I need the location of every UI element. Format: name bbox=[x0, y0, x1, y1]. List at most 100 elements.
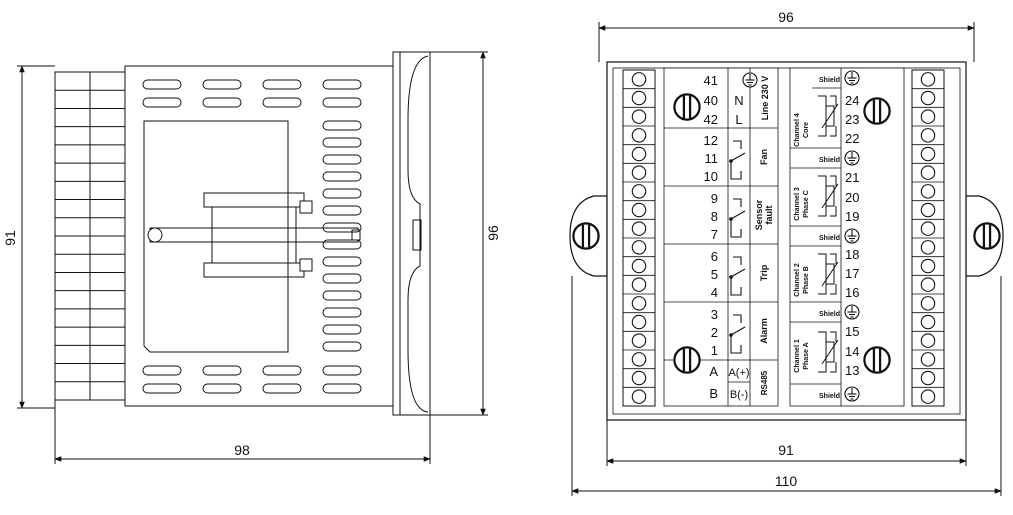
terminal-number: 7 bbox=[711, 227, 718, 242]
terminal-number: 16 bbox=[845, 285, 859, 300]
vent-slot bbox=[322, 290, 362, 301]
terminal-screw-icon bbox=[920, 240, 936, 255]
terminal-screw-icon bbox=[920, 352, 936, 367]
rs485-signal: A(+) bbox=[728, 367, 749, 379]
channel-label-line2: Phase B bbox=[803, 266, 810, 294]
terminal-number: 19 bbox=[845, 209, 859, 224]
vent-slot bbox=[322, 341, 362, 352]
shield-label: Shield bbox=[819, 311, 840, 318]
vent-slot bbox=[322, 154, 362, 165]
terminal-screw-icon bbox=[920, 296, 936, 311]
relay-pivot-icon bbox=[729, 275, 733, 279]
vent-slot bbox=[202, 383, 242, 394]
side-view bbox=[17, 51, 488, 464]
terminal-number: 18 bbox=[845, 247, 859, 262]
terminal-letter: A bbox=[709, 364, 718, 379]
terminal-screw-icon bbox=[920, 72, 936, 87]
terminal-number: 2 bbox=[711, 325, 718, 340]
shield-label: Shield bbox=[819, 157, 840, 164]
relay-pivot-icon bbox=[729, 217, 733, 221]
channel-terminal-numbers: 24 23 22 21 20 19 18 17 16 15 14 13 bbox=[845, 93, 859, 378]
right-panel-grid bbox=[790, 68, 842, 406]
panel-screw-icon bbox=[863, 346, 891, 374]
terminal-screw-icon bbox=[631, 333, 647, 348]
side-dimensions bbox=[17, 51, 488, 464]
mounting-clamp bbox=[147, 192, 361, 278]
terminal-screw-icon bbox=[631, 165, 647, 180]
terminal-number: 9 bbox=[711, 191, 718, 206]
vent-slot bbox=[262, 97, 302, 108]
terminal-screw-icon bbox=[920, 314, 936, 330]
power-symbol-l: L bbox=[735, 112, 742, 127]
terminal-number: 17 bbox=[845, 266, 859, 281]
rear-view bbox=[569, 22, 1004, 496]
side-strip-lines bbox=[55, 89, 125, 383]
vent-slot bbox=[322, 256, 362, 267]
terminal-screw-icon bbox=[920, 109, 936, 124]
terminal-screw-icon bbox=[920, 370, 936, 386]
vent-slot bbox=[322, 137, 362, 148]
shield-label: Shield bbox=[819, 77, 840, 84]
vent-slot bbox=[142, 79, 182, 90]
terminal-screw-icon bbox=[920, 202, 936, 218]
dim-side-height-front: 96 bbox=[485, 225, 501, 241]
relay-contact-icon bbox=[730, 256, 746, 296]
dim-rear-width-top: 96 bbox=[778, 9, 794, 25]
vent-slot bbox=[142, 383, 182, 394]
terminal-number: 23 bbox=[845, 112, 859, 127]
relay-label-fan: Fan bbox=[759, 149, 769, 165]
rs485-terminals: A B A(+) B(-) RS485 bbox=[709, 364, 769, 401]
channel-label-line1: Channel 2 bbox=[794, 263, 801, 297]
vent-slot bbox=[202, 97, 242, 108]
vent-slot bbox=[322, 239, 362, 250]
terminal-number: 3 bbox=[711, 307, 718, 322]
terminal-screw-icon bbox=[920, 221, 936, 236]
terminal-number: 1 bbox=[711, 343, 718, 358]
relay-contact-icon bbox=[730, 314, 746, 354]
shield-label: Shield bbox=[819, 393, 840, 400]
right-terminal-block bbox=[911, 69, 945, 407]
panel-screw-icon bbox=[863, 97, 891, 125]
vent-slot bbox=[142, 97, 182, 108]
terminal-number: 8 bbox=[711, 209, 718, 224]
terminal-number: 22 bbox=[845, 131, 859, 146]
relay-contact-symbols bbox=[729, 140, 746, 354]
relay-label-trip: Trip bbox=[759, 264, 769, 281]
vent-slot bbox=[322, 222, 362, 233]
channel-label-line2: Phase C bbox=[803, 190, 810, 218]
terminal-screw-icon bbox=[631, 128, 647, 143]
vent-slot bbox=[262, 79, 302, 90]
terminal-screw-icon bbox=[631, 146, 647, 162]
terminal-screw-icon bbox=[920, 277, 936, 292]
terminal-number: 14 bbox=[845, 344, 859, 359]
vent-slot bbox=[322, 120, 362, 131]
shield-label: Shield bbox=[819, 235, 840, 242]
terminal-number: 40 bbox=[704, 93, 718, 108]
terminal-number: 24 bbox=[845, 93, 859, 108]
vent-slot bbox=[322, 97, 362, 108]
vent-slot bbox=[202, 79, 242, 90]
terminal-number: 4 bbox=[711, 285, 718, 300]
rear-dimensions bbox=[571, 22, 1002, 496]
terminal-screw-icon bbox=[920, 165, 936, 180]
shield-labels: Shield Shield Shield Shield Shield bbox=[819, 77, 840, 400]
terminal-screw-icon bbox=[920, 184, 936, 199]
channel-label-line2: Phase A bbox=[803, 342, 810, 369]
vent-slot bbox=[262, 383, 302, 394]
terminal-number: 10 bbox=[704, 169, 718, 184]
dim-rear-width-body: 91 bbox=[778, 442, 794, 458]
terminal-number: 41 bbox=[704, 73, 718, 88]
terminal-screw-icon bbox=[631, 296, 647, 311]
terminal-number: 13 bbox=[845, 363, 859, 378]
terminal-screw-icon bbox=[631, 258, 647, 274]
terminal-screw-icon bbox=[631, 389, 647, 404]
vent-slot bbox=[322, 365, 362, 376]
terminal-screw-icon bbox=[920, 333, 936, 348]
terminal-number: 6 bbox=[711, 249, 718, 264]
terminal-screw-icon bbox=[920, 90, 936, 106]
channel-label-line1: Channel 3 bbox=[794, 187, 801, 221]
dim-rear-width-total: 110 bbox=[775, 473, 798, 489]
rs485-signal: B(-) bbox=[730, 389, 748, 401]
relay-pivot-icon bbox=[729, 333, 733, 337]
